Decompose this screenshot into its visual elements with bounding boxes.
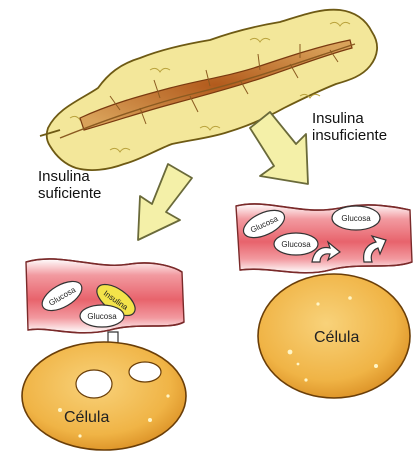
glucose-vesicle: [76, 370, 112, 398]
glucose-molecule-right-2: Glucosa: [332, 206, 380, 230]
svg-text:Glucosa: Glucosa: [341, 214, 371, 223]
glucose-vesicle: [129, 362, 161, 382]
caption-sufficient-line1: Insulina: [38, 168, 101, 185]
arrow-to-insufficient: [250, 112, 308, 184]
svg-text:Glucosa: Glucosa: [281, 240, 311, 249]
caption-insufficient-line2: insuficiente: [312, 127, 387, 144]
cell-label-right: Célula: [314, 329, 359, 346]
caption-sufficient-insulin: Insulina suficiente: [38, 168, 101, 202]
cell-label-left: Célula: [64, 409, 109, 426]
cell-left: [22, 342, 186, 450]
pancreas: [40, 10, 377, 170]
arrow-to-sufficient: [138, 164, 192, 240]
caption-insufficient-insulin: Insulina insuficiente: [312, 110, 387, 144]
caption-insufficient-line1: Insulina: [312, 110, 387, 127]
svg-text:Glucosa: Glucosa: [87, 312, 117, 321]
glucose-molecule-right-3: Glucosa: [274, 233, 318, 255]
caption-sufficient-line2: suficiente: [38, 185, 101, 202]
glucose-molecule-left-2: Glucosa: [80, 305, 124, 327]
